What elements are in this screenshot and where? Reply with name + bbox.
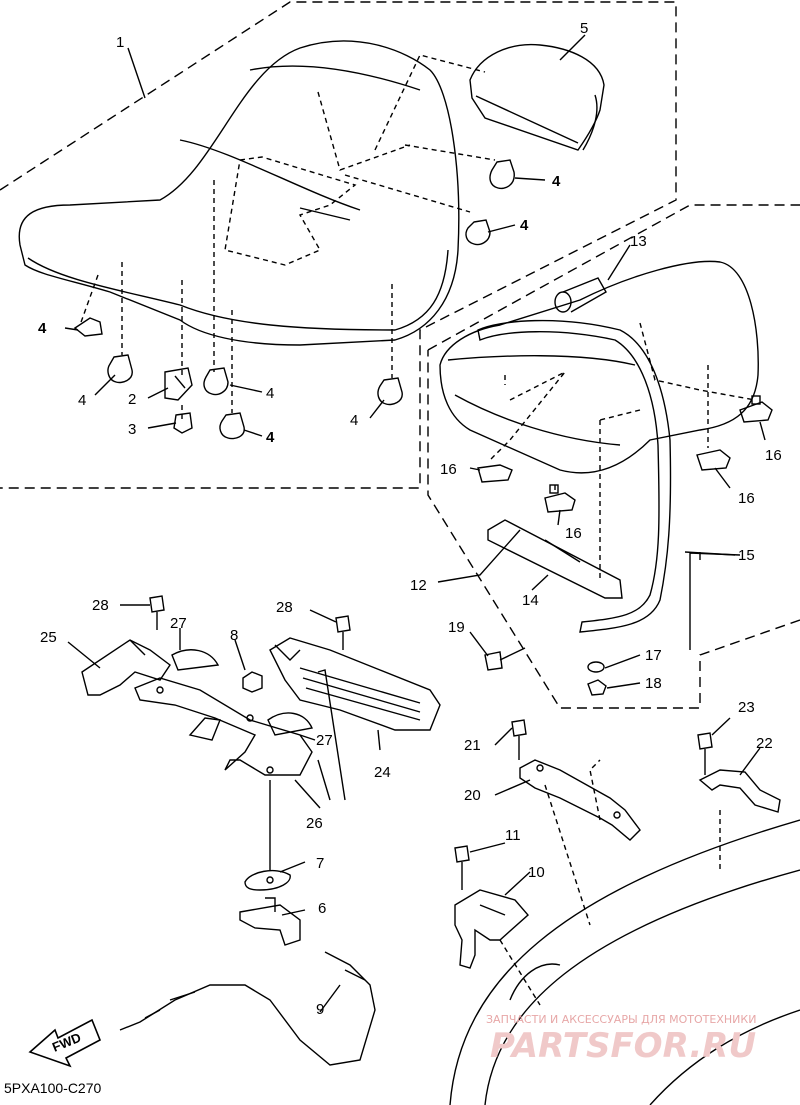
washer-part-17 [587, 661, 605, 673]
lower-left-leader-lines [67, 604, 381, 870]
callout-4: 4 [552, 173, 561, 190]
callout-17: 17 [645, 647, 662, 664]
cover-part-24 [269, 637, 441, 731]
callout-14: 14 [522, 592, 539, 609]
callout-16: 16 [738, 490, 755, 507]
bolt-part-21 [494, 719, 527, 760]
watermark-brand: PARTSFOR.RU [490, 1026, 756, 1066]
bolts-part-28 [149, 595, 351, 650]
seat-lock-bracket-part-25 [81, 639, 171, 696]
callout-3: 3 [128, 421, 136, 438]
damper-parts-4 [73, 159, 515, 440]
callout-10: 10 [528, 864, 545, 881]
callout-4: 4 [520, 217, 529, 234]
screw-part-3 [173, 412, 193, 434]
callout-27: 27 [316, 732, 333, 749]
callout-20: 20 [464, 787, 481, 804]
bolt-part-11 [454, 842, 531, 896]
front-seat [18, 40, 460, 346]
seat-lock-cable-part-9 [119, 951, 376, 1066]
callout-27: 27 [170, 615, 187, 632]
callout-12: 12 [410, 577, 427, 594]
bracket-part-2 [164, 367, 193, 401]
callout-2: 2 [128, 391, 136, 408]
damper-part-27 [171, 649, 313, 736]
callout-5: 5 [580, 20, 588, 37]
front-seat-routing-lines [79, 54, 496, 420]
rear-fender [449, 819, 800, 1105]
callout-19: 19 [448, 619, 465, 636]
callout-11: 11 [505, 827, 521, 844]
callout-22: 22 [756, 735, 773, 752]
seat-lock-plate-part-26 [134, 677, 313, 776]
callout-4: 4 [350, 412, 358, 429]
callout-13: 13 [630, 233, 647, 250]
lower-right-leader-lines [494, 552, 741, 796]
callout-25: 25 [40, 629, 57, 646]
latch-part-10 [454, 889, 529, 969]
callout-4: 4 [266, 429, 275, 446]
bracket-part-20 [519, 759, 641, 841]
callout-16: 16 [440, 461, 457, 478]
watermark-tagline: ЗАПЧАСТИ И АКСЕССУАРЫ ДЛЯ МОТОТЕХНИКИ [486, 1013, 756, 1026]
callout-4: 4 [38, 320, 47, 337]
rear-seat [439, 260, 759, 474]
seat-cover-panel [469, 43, 605, 151]
rear-routing-lines [489, 322, 756, 580]
clip-nuts-part-16 [477, 395, 773, 513]
callout-16: 16 [565, 525, 582, 542]
front-seat-group-boundary [0, 1, 677, 489]
callout-9: 9 [316, 1001, 324, 1018]
nut-part-18 [587, 679, 607, 696]
callout-26: 26 [306, 815, 323, 832]
callout-28: 28 [276, 599, 293, 616]
callout-4: 4 [266, 385, 274, 402]
callout-16: 16 [765, 447, 782, 464]
callout-8: 8 [230, 627, 238, 644]
front-leader-lines [64, 34, 586, 437]
rear-seat-group-boundary [427, 204, 800, 709]
bolt-part-19 [484, 647, 526, 671]
lower-right-routing-lines [499, 759, 721, 1006]
callout-23: 23 [738, 699, 755, 716]
callout-18: 18 [645, 675, 662, 692]
callout-21: 21 [464, 737, 481, 754]
callout-6: 6 [318, 900, 326, 917]
diagram-code: 5PXA100-C270 [4, 1080, 102, 1096]
nut-part-8 [242, 671, 263, 693]
callout-1: 1 [116, 34, 124, 51]
bolt-part-23 [697, 717, 761, 776]
bracket-plate-part-14 [487, 519, 623, 599]
callout-15: 15 [738, 547, 755, 564]
callout-28: 28 [92, 597, 109, 614]
plate-part-7 [244, 861, 306, 891]
collar-part-13 [554, 277, 607, 313]
callout-4: 4 [78, 392, 86, 409]
callout-7: 7 [316, 855, 324, 872]
fwd-arrow-icon [28, 1018, 102, 1068]
grab-strap-part-15 [477, 319, 672, 633]
bracket-part-6 [239, 897, 306, 946]
bracket-part-22 [698, 769, 781, 813]
callout-24: 24 [374, 764, 391, 781]
